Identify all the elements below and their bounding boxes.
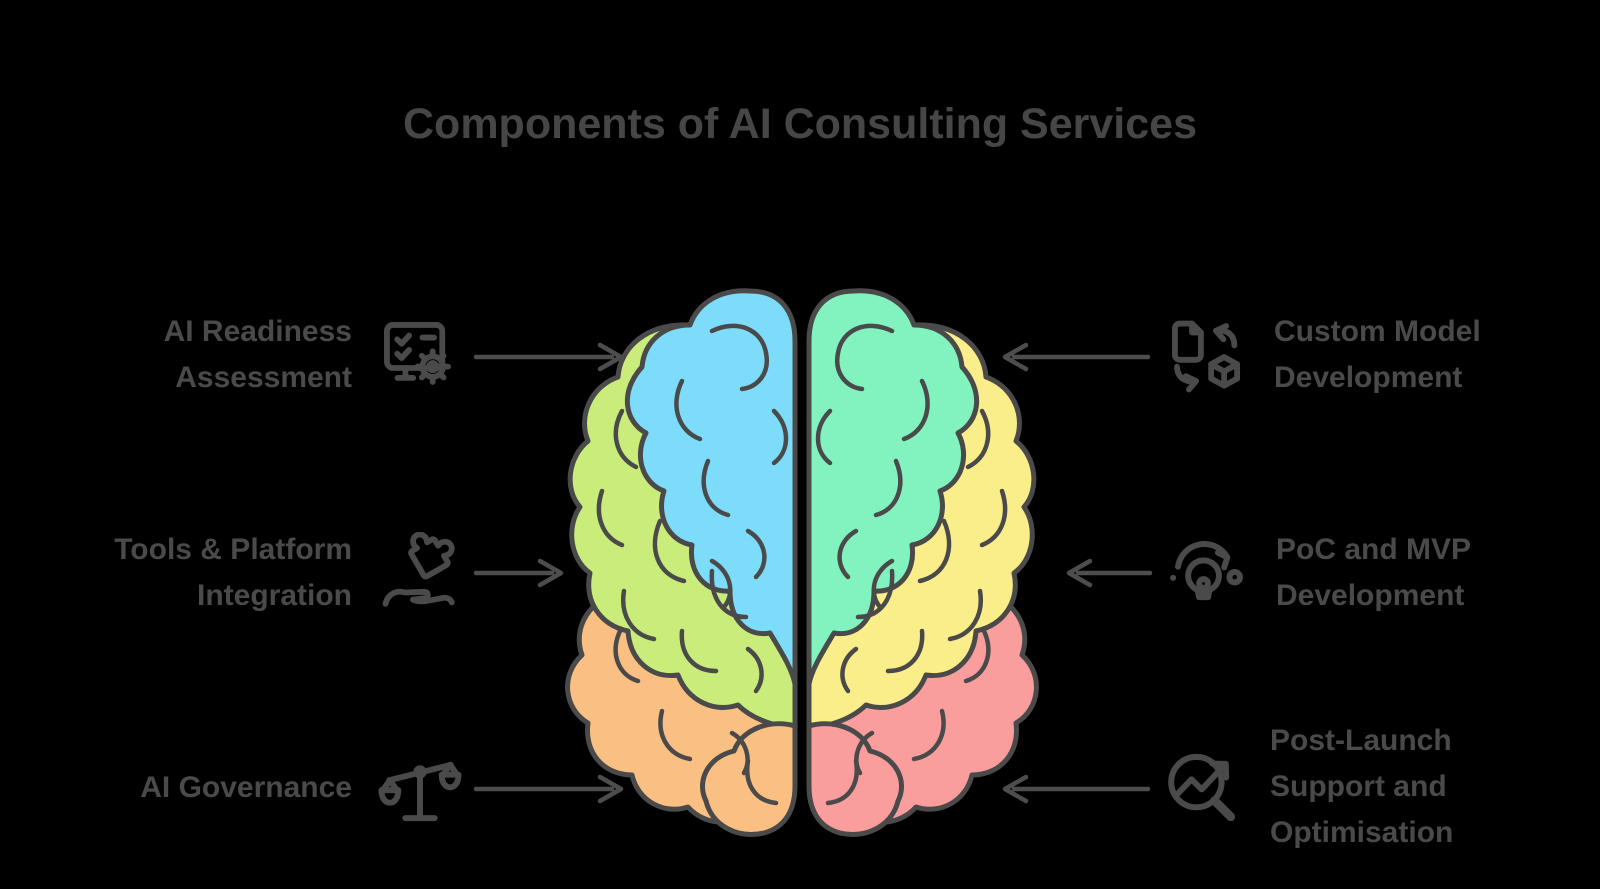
brain-illustration — [565, 288, 1039, 837]
item-poc-mvp-development: PoC and MVP Development — [1164, 518, 1576, 628]
item-label: Custom Model Development — [1274, 315, 1481, 394]
item-label: Tools & Platform Integration — [114, 533, 352, 612]
tools-platform-integration-icon — [378, 532, 460, 614]
item-label: AI Readiness Assessment — [163, 315, 352, 394]
brain-region-mint — [806, 288, 979, 687]
item-ai-readiness-assessment: AI Readiness Assessment — [86, 300, 458, 410]
item-tools-platform-integration: Tools & Platform Integration — [60, 518, 460, 628]
ai-readiness-assessment-icon — [376, 314, 458, 396]
item-post-launch-support-optimisation: Post-Launch Support and Optimisation — [1160, 708, 1580, 866]
page-title: Components of AI Consulting Services — [403, 100, 1197, 148]
brain-gyri-left — [596, 323, 789, 806]
item-label: PoC and MVP Development — [1276, 533, 1472, 612]
ai-governance-icon — [378, 746, 462, 830]
arrow-left-middle — [473, 558, 564, 588]
brain-left-hemisphere — [565, 288, 798, 837]
arrow-right-top — [1002, 342, 1151, 372]
item-label: Post-Launch Support and Optimisation — [1270, 724, 1454, 849]
custom-model-development-icon — [1164, 314, 1246, 396]
poc-mvp-development-icon — [1164, 531, 1248, 615]
brain-region-blue — [625, 288, 798, 687]
item-label: AI Governance — [140, 771, 352, 804]
brain-right-hemisphere — [806, 288, 1039, 837]
item-custom-model-development: Custom Model Development — [1164, 300, 1574, 410]
brain-gyri-right — [815, 323, 1008, 806]
post-launch-support-optimisation-icon — [1160, 745, 1244, 829]
item-ai-governance: AI Governance — [98, 742, 462, 834]
arrow-left-bottom — [473, 774, 624, 804]
arrow-right-middle — [1066, 558, 1153, 588]
arrow-right-bottom — [1002, 774, 1151, 804]
